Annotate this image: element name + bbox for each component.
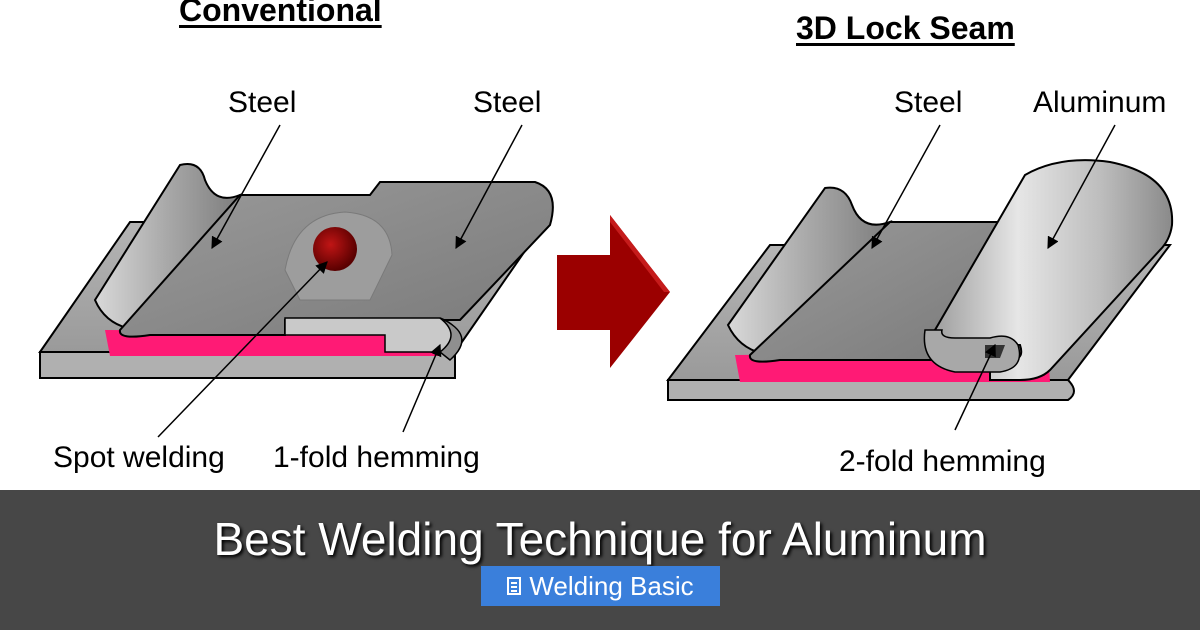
- right-base-edge: [667, 379, 1075, 401]
- spot-weld-dot: [313, 227, 357, 271]
- right-aluminum-panel: [933, 159, 1174, 381]
- lock-seam-heading: 3D Lock Seam: [796, 10, 1015, 46]
- transition-arrow-icon: [557, 215, 670, 368]
- footer-banner: [0, 490, 1200, 630]
- leader-steel-right: [455, 124, 523, 250]
- label-two-fold-hemming: 2-fold hemming: [839, 445, 1046, 478]
- conventional-joint: [38, 163, 554, 379]
- left-hem-fold: [438, 317, 463, 361]
- leader-two-fold: [954, 343, 996, 431]
- right-hem-fold: [923, 329, 1021, 373]
- category-badge-label: Welding Basic: [529, 570, 694, 601]
- label-steel-right: Steel: [473, 86, 542, 119]
- leader-spot-welding: [157, 261, 328, 438]
- label-aluminum: Aluminum: [1033, 86, 1167, 119]
- label-spot-welding: Spot welding: [53, 441, 225, 474]
- lock-seam-joint: [665, 159, 1174, 401]
- left-adhesive: [105, 330, 445, 356]
- label-steel-new: Steel: [894, 86, 963, 119]
- conventional-heading: Conventional: [179, 0, 382, 28]
- right-steel-flange: [726, 186, 893, 358]
- footer-title: Best Welding Technique for Aluminum: [213, 513, 987, 565]
- leader-steel-new: [871, 124, 941, 250]
- leader-lines: [157, 124, 1116, 438]
- leader-one-fold: [402, 343, 442, 433]
- category-badge[interactable]: Welding Basic: [481, 566, 720, 606]
- label-one-fold-hemming: 1-fold hemming: [273, 441, 480, 474]
- leader-steel-left: [211, 124, 281, 250]
- document-icon: [507, 577, 522, 595]
- label-steel-left: Steel: [228, 86, 297, 119]
- left-steel-flange: [93, 163, 243, 332]
- leader-aluminum: [1047, 124, 1116, 250]
